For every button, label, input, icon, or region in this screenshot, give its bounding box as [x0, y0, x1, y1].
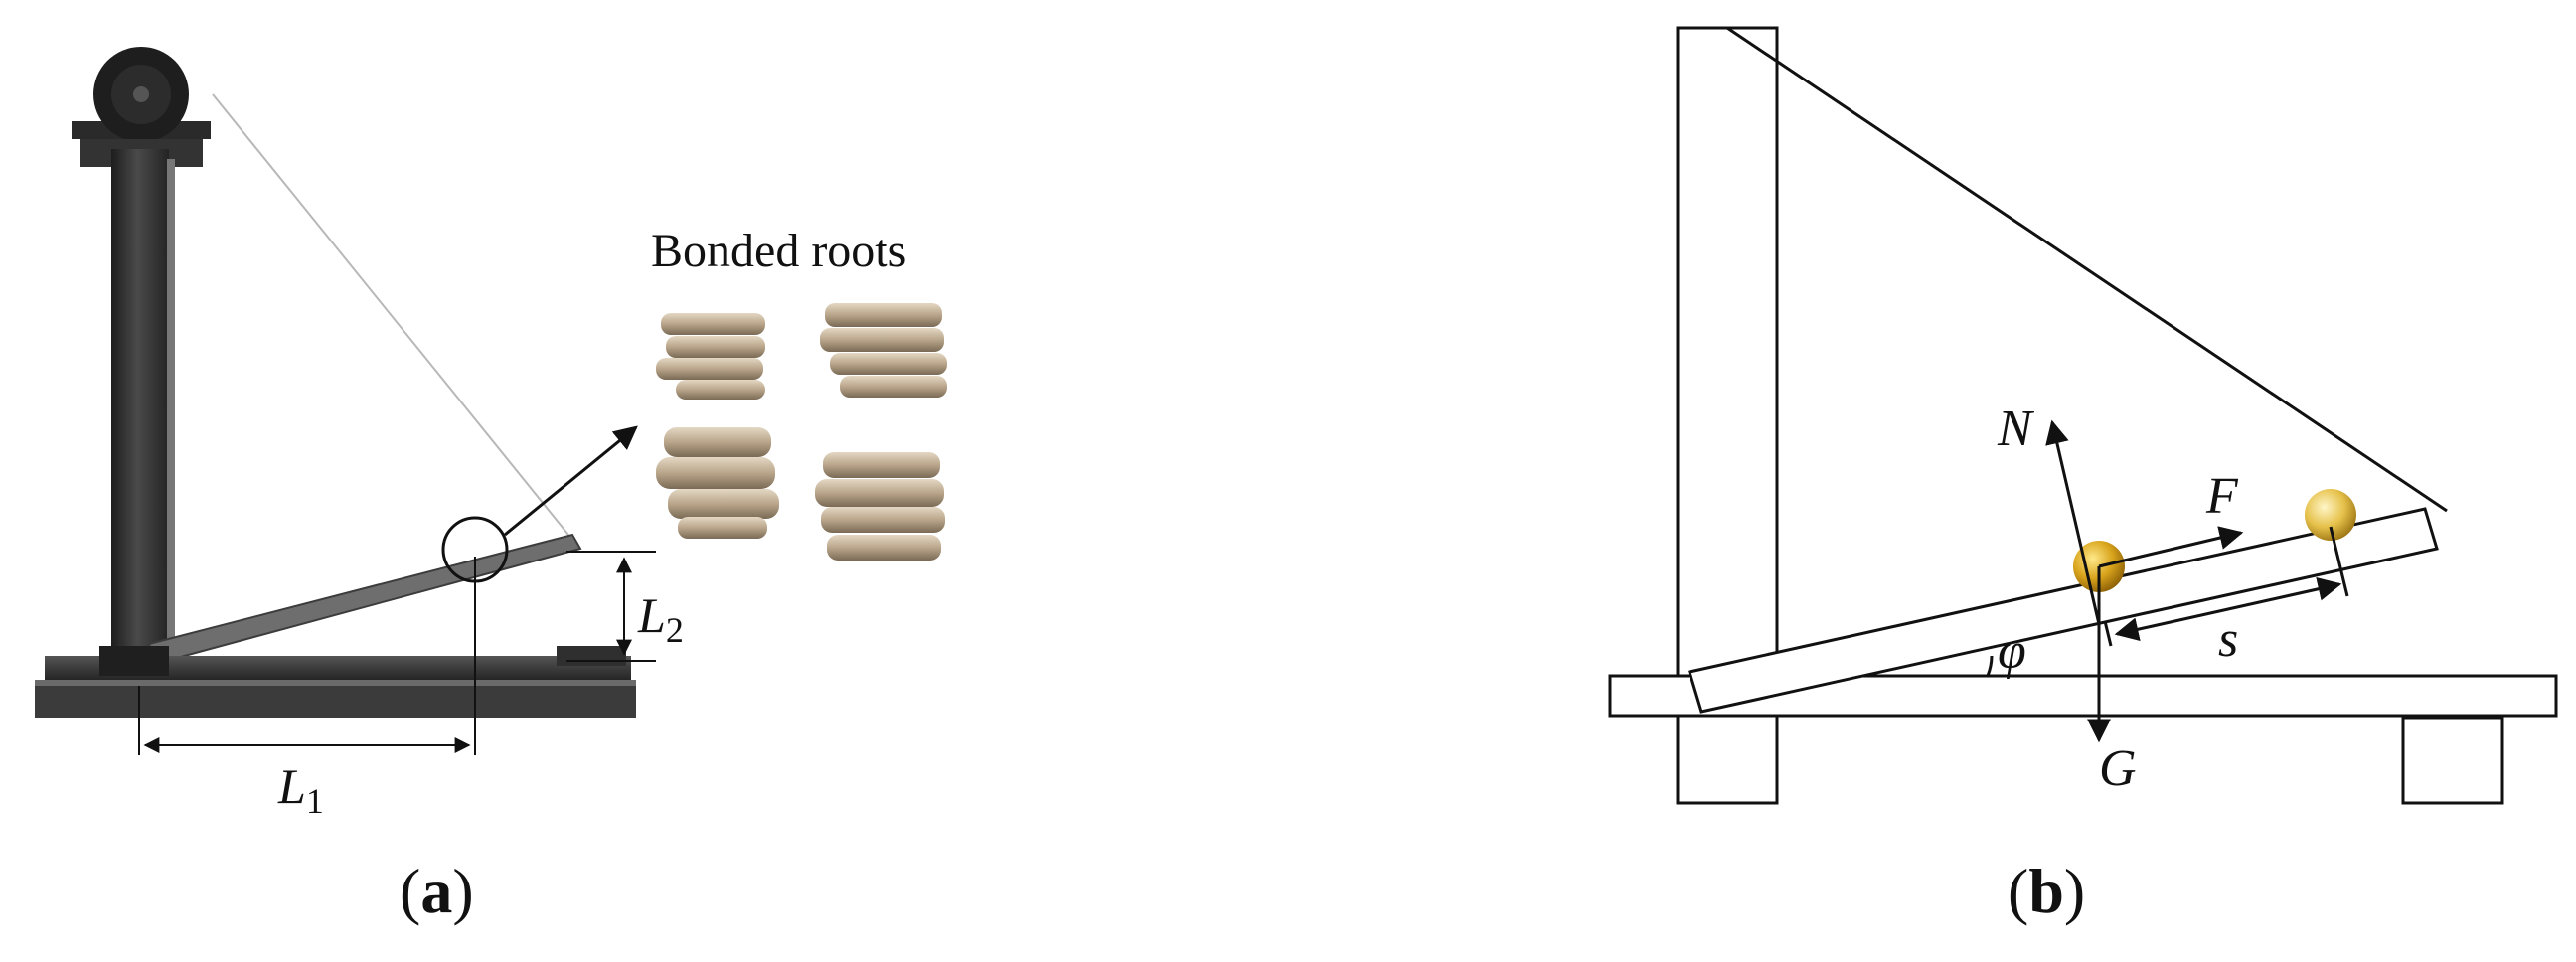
cable-line	[1726, 26, 2448, 513]
l1-symbol: L	[277, 758, 306, 814]
l2-symbol: L	[637, 587, 666, 643]
l2-subscript: 2	[666, 610, 684, 650]
panel-a-caption: (a)	[400, 856, 474, 926]
dimension-l1: L1	[138, 557, 476, 821]
panel-b-force-diagram	[1608, 26, 2558, 805]
inclined-plank	[1688, 507, 2439, 714]
label-normal-force: N	[1997, 401, 2035, 457]
displacement-tick-end	[2329, 526, 2349, 597]
root-bundle-2	[820, 303, 947, 398]
label-angle: φ	[1998, 623, 2026, 680]
winch-wheel	[72, 47, 211, 167]
dimension-l2: L2	[566, 551, 684, 662]
zoom-arrow	[504, 425, 638, 537]
root-bundle-1	[656, 313, 765, 400]
label-displacement: s	[2218, 611, 2238, 668]
displacement-arrow	[2114, 576, 2342, 642]
base-frame	[35, 646, 636, 718]
bonded-roots-title: Bonded roots	[651, 225, 906, 277]
normal-force-arrow	[2045, 419, 2101, 625]
svg-text:L2: L2	[637, 587, 684, 650]
root-bundle-4	[815, 452, 945, 561]
l1-subscript: 1	[306, 781, 324, 821]
friction-force-arrow	[2098, 526, 2244, 568]
label-gravity: G	[2099, 740, 2137, 797]
vertical-post	[111, 149, 169, 666]
panel-a-letter: a	[420, 856, 453, 926]
panel-b-caption: (b)	[2008, 856, 2086, 926]
panel-b-letter: b	[2028, 856, 2064, 926]
tilting-plate	[147, 533, 582, 666]
label-friction-force: F	[2205, 468, 2239, 525]
root-bundle-3	[656, 427, 779, 539]
angle-arc	[1986, 655, 1994, 677]
svg-text:L1: L1	[277, 758, 324, 821]
support-block	[2401, 716, 2504, 805]
displacement-tick-start	[2103, 620, 2113, 647]
panel-a-apparatus: L1 L2 Bonded roots	[35, 47, 947, 821]
pull-cable	[212, 93, 577, 546]
ball-final	[2305, 489, 2356, 541]
